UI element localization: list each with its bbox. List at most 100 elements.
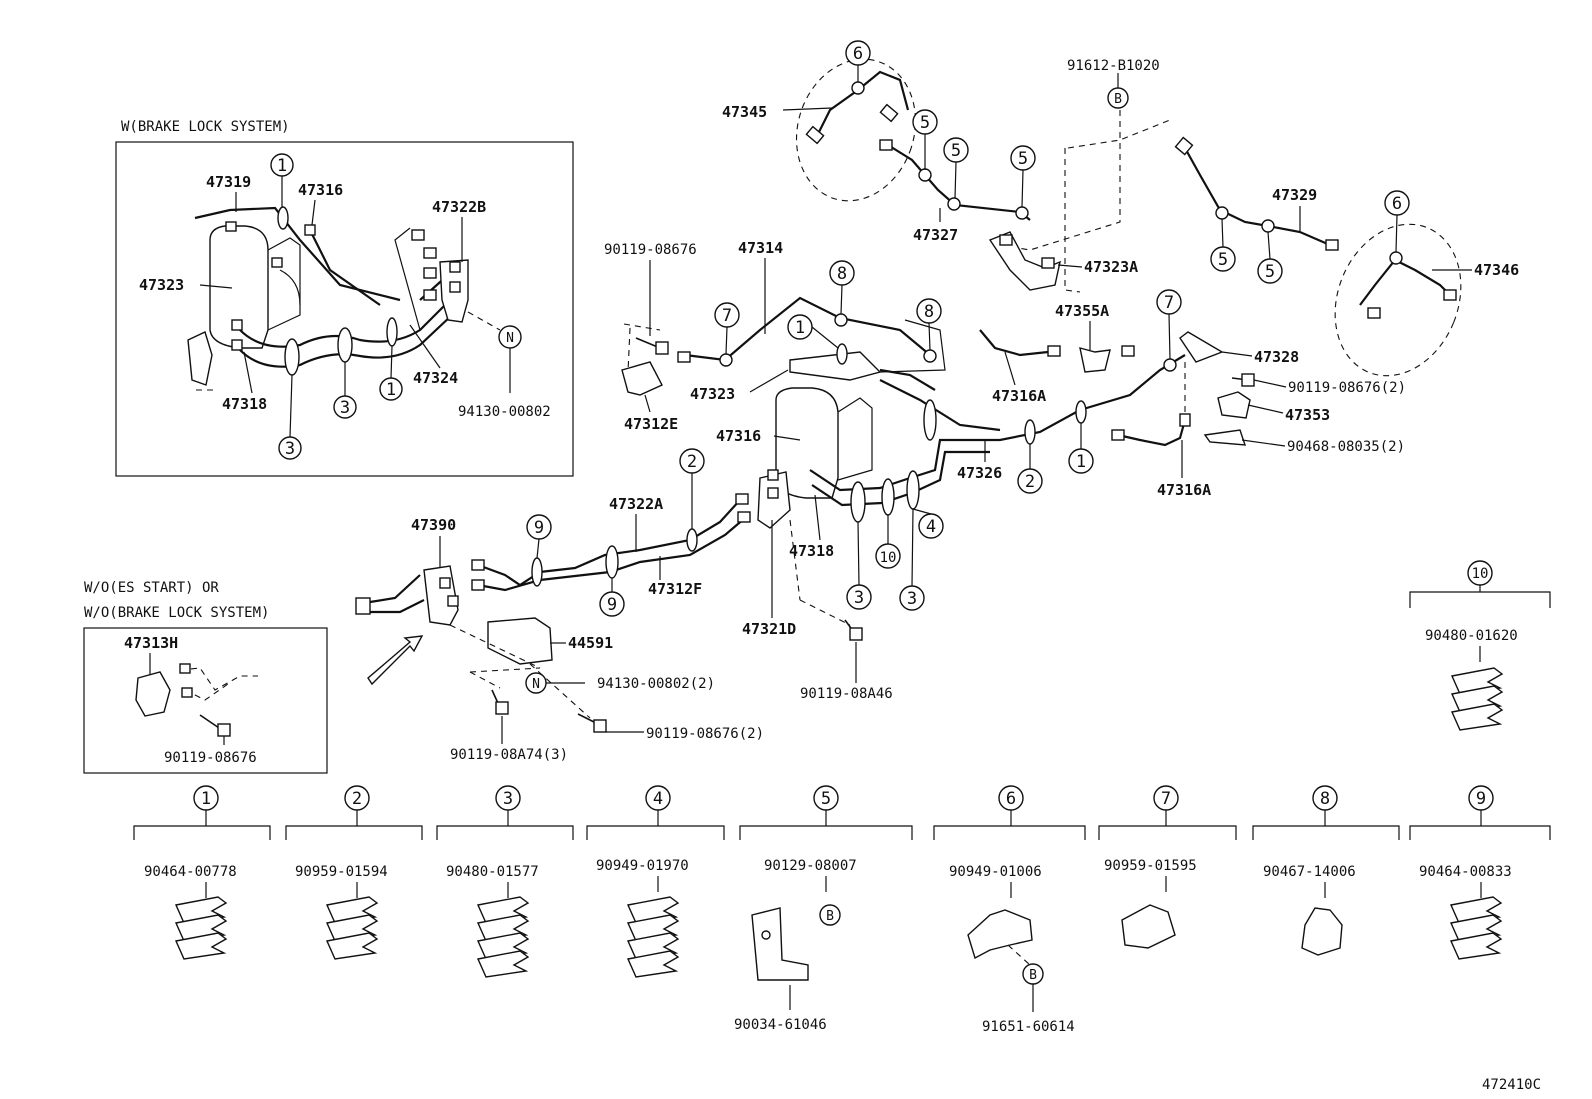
flex-hose — [1359, 258, 1451, 306]
callout-number: 6 — [1392, 194, 1402, 214]
clamp-row: 190464-00778290959-01594390480-015774909… — [133, 785, 1551, 1035]
callout-number: 4 — [653, 789, 663, 809]
flex-hose — [979, 329, 1049, 357]
pipe-clamp — [605, 545, 619, 579]
part-label: 47316A — [1157, 481, 1211, 499]
callouts: 6 5 5 5 6 5 5 7 8 1 8 7 2 1 — [525, 40, 1410, 694]
flex-hose — [814, 70, 910, 141]
bracket-47323A — [988, 231, 1061, 291]
clamp-shape — [967, 909, 1033, 960]
callout-number: 9 — [607, 595, 617, 615]
pipe-clamp — [1075, 400, 1087, 424]
inset-wo-es-start-subtitle: W/O(BRAKE LOCK SYSTEM) — [84, 605, 269, 621]
bracket-47312E — [621, 361, 663, 396]
part-label: 47318 — [222, 395, 267, 413]
flex-hose — [1117, 419, 1187, 447]
callout-number: 8 — [837, 264, 847, 284]
callout-number: 1 — [1076, 452, 1086, 472]
callout-number: 3 — [285, 439, 295, 459]
pipe-clamp — [1015, 206, 1029, 220]
switch-bracket — [135, 671, 171, 717]
clip-90468 — [1203, 429, 1247, 446]
part-label: 47345 — [722, 103, 767, 121]
part-label: 90119-08676 — [604, 242, 697, 258]
part-label: 47327 — [913, 226, 958, 244]
part-label: 47323 — [139, 276, 184, 294]
pipe-clamp — [284, 338, 300, 376]
callout-number: 8 — [1320, 789, 1330, 809]
bracket-47355A — [1079, 347, 1111, 373]
pipe-clamp — [881, 478, 895, 516]
group-bracket — [1409, 825, 1551, 840]
part-label: 47312E — [624, 415, 678, 433]
callout-number: 2 — [352, 789, 362, 809]
pipe-clamp — [1024, 419, 1036, 445]
part-label: 47316A — [992, 387, 1046, 405]
part-label: 90119-08676(2) — [646, 726, 764, 742]
callout-number: 5 — [1265, 262, 1275, 282]
part-label: 47324 — [413, 369, 458, 387]
callout-number: 3 — [854, 588, 864, 608]
callout-number: 1 — [386, 380, 396, 400]
inset-wo-es-start-title: W/O(ES START) OR — [84, 580, 219, 596]
pipe-clamp — [531, 557, 543, 587]
inset-wo-es-start: W/O(ES START) OR W/O(BRAKE LOCK SYSTEM) … — [83, 580, 328, 774]
pipe-clamp — [386, 317, 398, 347]
brake-pipe — [477, 517, 746, 592]
callout-number: 2 — [687, 452, 697, 472]
part-label: 47316 — [298, 181, 343, 199]
part-label: 90464-00833 — [1419, 864, 1512, 880]
callout-number: 9 — [1476, 789, 1486, 809]
group-bracket — [1252, 825, 1400, 840]
part-label: 47319 — [206, 173, 251, 191]
bolt — [217, 723, 231, 737]
group-bracket — [285, 825, 423, 840]
pipe-clamp — [1215, 206, 1229, 220]
inset-brake-lock-frame — [115, 141, 574, 477]
callout-number: 3 — [340, 398, 350, 418]
callout-number: 6 — [1006, 789, 1016, 809]
bracket-47321D — [757, 471, 791, 529]
callout-number: 3 — [503, 789, 513, 809]
clip-bracket — [187, 331, 213, 386]
bracket-47353 — [1217, 391, 1251, 419]
part-label: 44591 — [568, 634, 613, 652]
pipe-clamp — [923, 349, 937, 363]
part-label: 90119-08A74(3) — [450, 747, 568, 763]
part-label: 90959-01594 — [295, 864, 388, 880]
valve-block — [209, 225, 269, 349]
part-label: 47313H — [124, 634, 178, 652]
part-label: 47328 — [1254, 348, 1299, 366]
callout-number: 5 — [951, 141, 961, 161]
group-bracket — [133, 825, 271, 840]
pipe-clamp — [836, 343, 848, 365]
part-label: 91651-60614 — [982, 1019, 1075, 1035]
callout-number: 5 — [920, 113, 930, 133]
valve-block-side — [267, 237, 301, 331]
n-letter: N — [532, 677, 540, 692]
bolt — [849, 627, 863, 641]
part-label: 90464-00778 — [144, 864, 237, 880]
pipe-clamp — [1261, 219, 1275, 233]
part-label: 47326 — [957, 464, 1002, 482]
callout-number: 8 — [924, 302, 934, 322]
callout-number: 5 — [1018, 149, 1028, 169]
callout-number: 7 — [722, 306, 732, 326]
part-label: 47323A — [1084, 258, 1138, 276]
part-label: 47323 — [690, 385, 735, 403]
clamp-9: 9 90464-00833 — [1409, 785, 1551, 960]
part-label: 47390 — [411, 516, 456, 534]
bolt — [593, 719, 607, 733]
inset-brake-lock: W(BRAKE LOCK SYSTEM) — [115, 119, 574, 477]
callout-number: 7 — [1161, 789, 1171, 809]
pipe-clamp — [834, 313, 848, 327]
clamp-shape — [1301, 907, 1343, 956]
part-label: 47355A — [1055, 302, 1109, 320]
part-label: 47329 — [1272, 186, 1317, 204]
part-label: 47316 — [716, 427, 761, 445]
clamp-shape — [1450, 896, 1503, 960]
